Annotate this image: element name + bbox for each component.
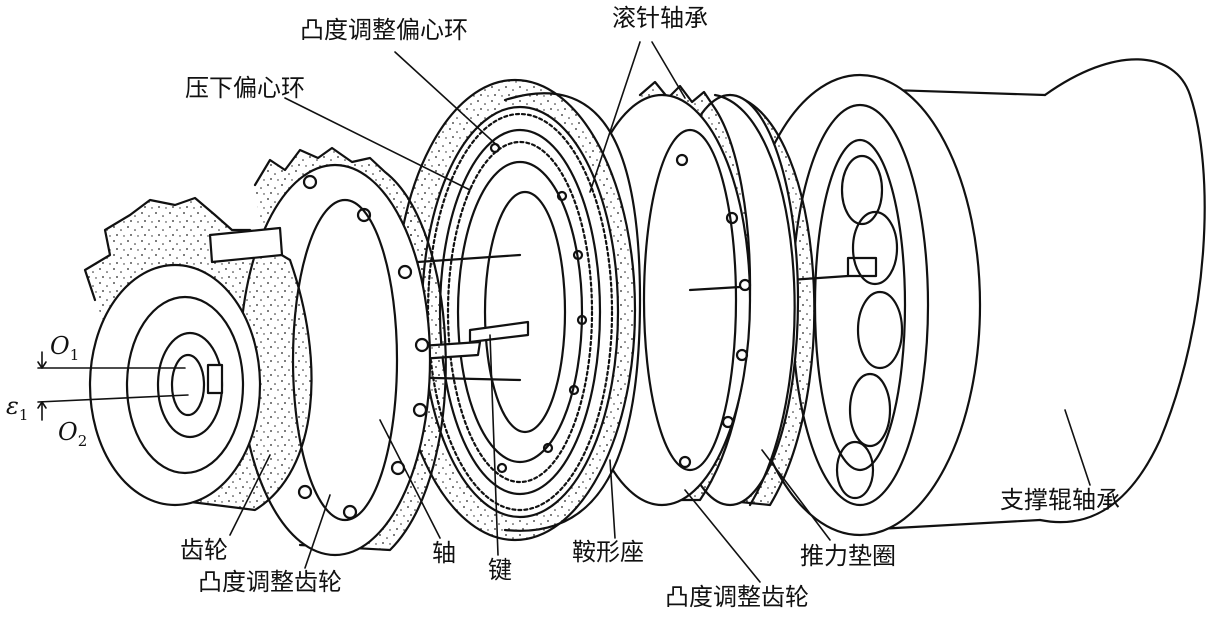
bolt-hole: [725, 211, 739, 225]
roller: [840, 154, 884, 226]
symbol-o2: O2: [58, 418, 88, 450]
label-shaft: 轴: [432, 539, 456, 567]
label-needle-bearing: 滚针轴承: [612, 4, 708, 32]
label-crown-eccentric-ring: 凸度调整偏心环: [300, 16, 468, 44]
roller: [848, 372, 892, 448]
roller: [856, 290, 904, 370]
label-crown-gear-right: 凸度调整齿轮: [665, 583, 809, 611]
bolt-hole: [678, 455, 692, 469]
label-support-roller-bearing: 支撑辊轴承: [1000, 486, 1120, 514]
label-gear: 齿轮: [180, 536, 228, 564]
saddle-seat: [393, 78, 642, 542]
bolt-hole: [735, 348, 749, 362]
symbol-epsilon1: ε1: [6, 392, 29, 424]
key: [468, 320, 530, 344]
bolt-hole: [675, 153, 689, 167]
label-crown-gear-left: 凸度调整齿轮: [198, 568, 342, 596]
bolt-hole: [721, 415, 735, 429]
needle-rollers-inner: [446, 140, 594, 484]
label-saddle-seat: 鞍形座: [572, 538, 644, 566]
label-key: 键: [488, 556, 512, 584]
leader-lines: [229, 41, 1091, 583]
eccentricity-markers: [37, 351, 189, 421]
key-slot: [846, 256, 878, 278]
front-gear: [83, 196, 313, 512]
roller: [851, 210, 899, 286]
symbol-o1: O1: [50, 332, 80, 364]
bolt-hole: [738, 278, 752, 292]
label-press-eccentric-ring: 压下偏心环: [185, 74, 305, 102]
key-notch: [206, 363, 224, 395]
label-thrust-washer: 推力垫圈: [800, 542, 896, 570]
roller: [835, 440, 875, 500]
